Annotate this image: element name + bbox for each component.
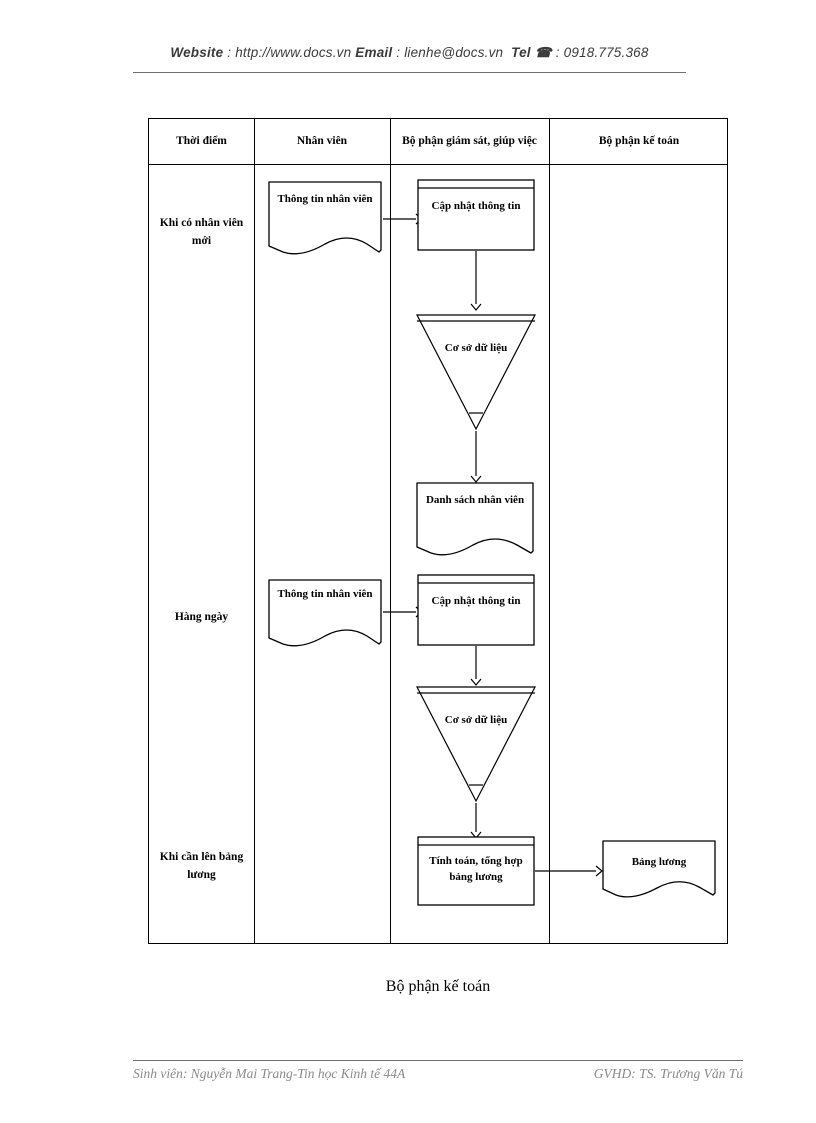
website-separator: :	[223, 45, 236, 60]
column-header-accounting: Bộ phận kế toán	[598, 135, 680, 148]
website-url: http://www.docs.vn	[235, 45, 352, 60]
process-flow-table: Thời điểm Nhân viên Bộ phận giám sát, gi…	[148, 118, 728, 944]
connector-payroll-to-doc	[535, 865, 603, 877]
connector-process1-to-db1	[470, 251, 482, 311]
process-update-info-1[interactable]: Cập nhật thông tin	[417, 179, 535, 251]
process-update-info-2[interactable]: Cập nhật thông tin	[417, 574, 535, 646]
email-separator: :	[392, 45, 405, 60]
page-footer: Sinh viên: Nguyễn Mai Trang-Tin học Kinh…	[133, 1066, 743, 1082]
document-shape-icon	[268, 579, 382, 647]
database-store-1[interactable]: Cơ sở dữ liệu	[414, 309, 538, 433]
process-box-icon	[417, 574, 535, 646]
database-triangle-icon	[416, 686, 536, 803]
process-box-icon	[417, 836, 535, 906]
column-divider-1	[254, 119, 255, 943]
connector-db1-to-doclist	[470, 431, 482, 483]
document-employee-info-2[interactable]: Thông tin nhân viên	[267, 578, 383, 650]
email-label: Email	[355, 45, 393, 60]
page-header: Website : http://www.docs.vn Email : lie…	[133, 44, 686, 74]
document-shape-icon	[268, 181, 382, 255]
time-label-new-employee: Khi có nhân viên mới	[159, 217, 244, 247]
email-address: lienhe@docs.vn	[404, 45, 504, 60]
column-header-supervision: Bộ phận giám sát, giúp việc	[402, 135, 537, 148]
tel-separator: :	[551, 45, 564, 60]
column-header-time: Thời điểm	[176, 135, 227, 148]
document-shape-icon	[416, 482, 534, 556]
header-row-divider	[149, 164, 727, 165]
database-triangle-icon	[416, 314, 536, 431]
time-label-payroll: Khi cần lên bảng lương	[159, 851, 244, 881]
diagram-caption: Bộ phận kế toán	[385, 978, 491, 995]
connector-process2-to-db2	[470, 646, 482, 686]
column-divider-2	[390, 119, 391, 943]
database-store-2[interactable]: Cơ sở dữ liệu	[414, 681, 538, 805]
telephone-icon: ☎	[534, 45, 552, 60]
footer-divider	[133, 1060, 743, 1061]
column-divider-3	[549, 119, 550, 943]
footer-advisor: GVHD: TS. Trương Văn Tú	[593, 1066, 743, 1081]
document-employee-info-1[interactable]: Thông tin nhân viên	[267, 180, 383, 258]
tel-label: Tel	[511, 45, 531, 60]
process-box-icon	[417, 179, 535, 251]
document-shape-icon	[602, 840, 716, 898]
website-label: Website	[170, 45, 224, 60]
column-header-employee: Nhân viên	[296, 135, 348, 148]
process-payroll-calculation[interactable]: Tính toán, tổng hợp bảng lương	[417, 836, 535, 906]
header-contact-line: Website : http://www.docs.vn Email : lie…	[170, 45, 648, 60]
connector-db2-to-payroll	[470, 803, 482, 839]
document-employee-list[interactable]: Danh sách nhân viên	[415, 481, 535, 559]
time-label-daily: Hàng ngày	[174, 611, 229, 623]
tel-number: 0918.775.368	[563, 45, 649, 60]
footer-student: Sinh viên: Nguyễn Mai Trang-Tin học Kinh…	[133, 1066, 406, 1081]
document-payroll[interactable]: Bảng lương	[601, 839, 717, 901]
header-divider	[133, 72, 686, 73]
